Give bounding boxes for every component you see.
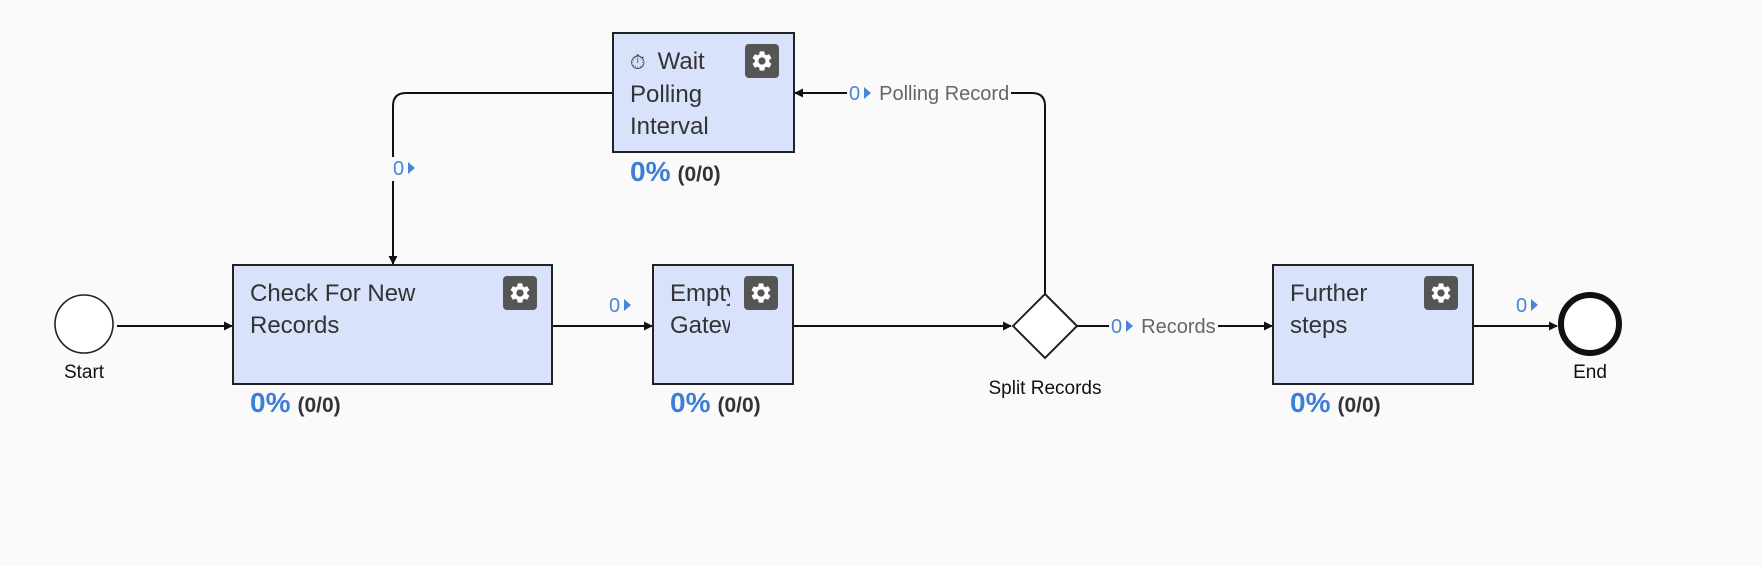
- play-triangle-icon: [1531, 299, 1539, 311]
- play-triangle-icon: [408, 162, 416, 174]
- start-event[interactable]: [54, 294, 114, 354]
- task-check-for-new-records[interactable]: Check For New Records: [232, 264, 553, 385]
- timer-icon: ⏱: [630, 52, 646, 74]
- play-triangle-icon: [624, 299, 632, 311]
- gear-icon[interactable]: [745, 44, 779, 78]
- flow-name-polling: Polling Record: [879, 83, 1010, 105]
- task-empty-gateway[interactable]: Empty Gateway: [652, 264, 794, 385]
- end-event-label: End: [1573, 362, 1607, 383]
- task-check-progress: 0%(0/0): [250, 387, 341, 418]
- gear-icon[interactable]: [744, 276, 778, 310]
- task-further-steps[interactable]: Further steps: [1272, 264, 1474, 385]
- task-wait-polling-interval[interactable]: ⏱Wait Polling Interval: [612, 32, 795, 153]
- flow-wait-to-check[interactable]: [388, 92, 612, 265]
- task-further-progress: 0%(0/0): [1290, 387, 1381, 418]
- task-wait-progress: 0%(0/0): [630, 156, 721, 187]
- gateway-label: Split Records: [988, 378, 1102, 399]
- flow-count-further-to-end: 0: [1514, 294, 1541, 318]
- end-event[interactable]: [1558, 292, 1622, 356]
- split-records-gateway[interactable]: [1011, 292, 1079, 360]
- flow-count-check-to-empty: 0: [607, 294, 634, 318]
- gear-icon[interactable]: [503, 276, 537, 310]
- task-empty-progress: 0%(0/0): [670, 387, 761, 418]
- play-triangle-icon: [864, 87, 872, 99]
- flow-gateway-to-wait[interactable]: [794, 88, 1046, 294]
- gear-icon[interactable]: [1424, 276, 1458, 310]
- task-label: Further steps: [1290, 280, 1368, 339]
- play-triangle-icon: [1126, 320, 1134, 332]
- task-label: ⏱Wait Polling Interval: [630, 48, 709, 140]
- flow-count-wait-to-check: 0: [391, 157, 418, 181]
- flow-name-records: Records: [1141, 316, 1216, 338]
- task-label: Empty Gateway: [670, 280, 730, 339]
- task-label: Check For New Records: [250, 280, 416, 339]
- start-event-label: Start: [63, 362, 105, 383]
